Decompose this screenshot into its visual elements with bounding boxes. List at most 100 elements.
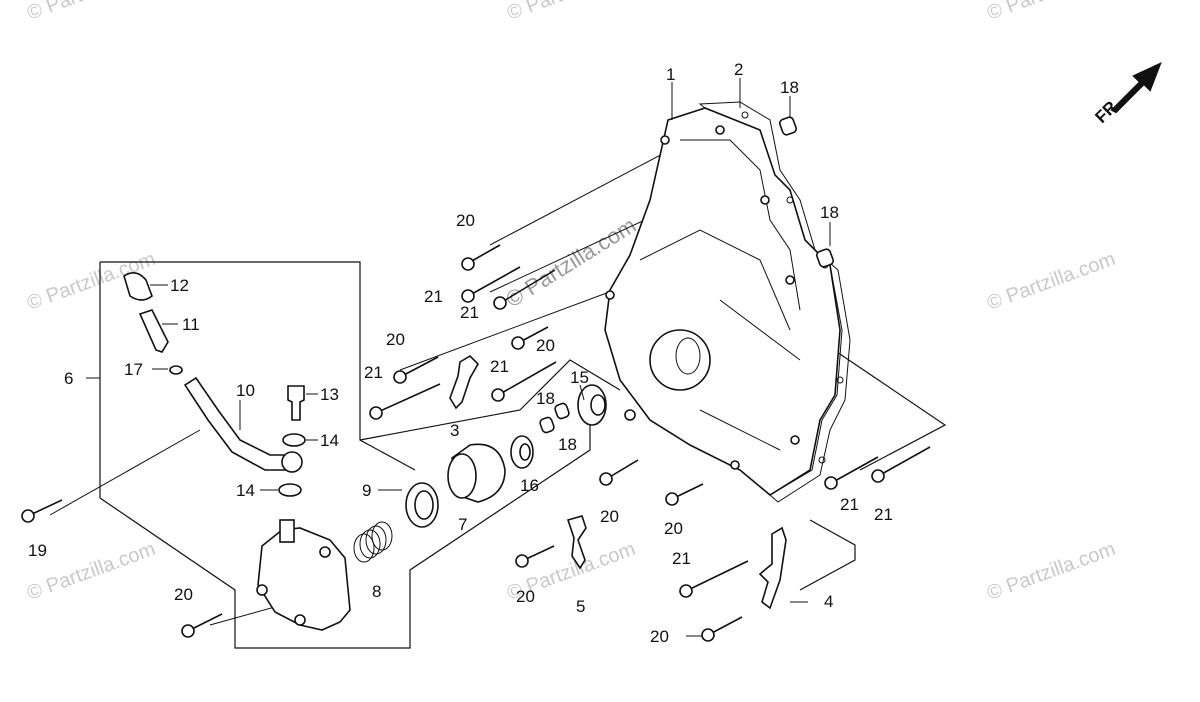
- piston-seal-inner: [414, 490, 434, 520]
- cover-bolt-hole: [715, 125, 725, 135]
- cover-rib: [699, 299, 801, 451]
- slave-cylinder-nipple: [279, 519, 295, 543]
- callout-20: 20: [650, 627, 669, 646]
- sealing-washer: [282, 433, 306, 447]
- callout-6: 6: [64, 369, 73, 388]
- clutch-line-fittings: [123, 272, 306, 497]
- callout-20: 20: [664, 519, 683, 538]
- flange-bolt: [181, 613, 223, 638]
- callout-21: 21: [672, 549, 691, 568]
- callout-5: 5: [576, 597, 585, 616]
- callout-10: 10: [236, 381, 255, 400]
- lower-bracket-box: [799, 519, 856, 591]
- callout-12: 12: [170, 276, 189, 295]
- callout-16: 16: [520, 476, 539, 495]
- wire-clamp: [566, 515, 587, 570]
- callout-15: 15: [570, 368, 589, 387]
- flange-bolt: [491, 361, 557, 402]
- slave-piston-face: [447, 453, 477, 499]
- bleeder-valve: [138, 309, 169, 353]
- callout-4: 4: [824, 592, 833, 611]
- slave-cylinder-body: [256, 519, 351, 631]
- flange-bolt: [665, 483, 704, 506]
- cover-bolt-hole: [760, 195, 770, 205]
- flange-bolt: [679, 560, 749, 598]
- watermarks: © Partzilla.com © Partzilla.com © Partzi…: [24, 0, 1118, 605]
- gasket-outline: [698, 101, 851, 503]
- cover-rib: [639, 229, 791, 331]
- cover-boss: [649, 329, 711, 391]
- callout-20: 20: [516, 587, 535, 606]
- bleeder-cap: [123, 272, 153, 301]
- cover-bolt-hole: [660, 135, 670, 145]
- callout-13: 13: [320, 385, 339, 404]
- slave-cylinder-mount: [294, 614, 306, 626]
- callout-20: 20: [456, 211, 475, 230]
- callout-21: 21: [424, 287, 443, 306]
- cover-bolt-hole: [785, 275, 795, 285]
- watermark-text: © Partzilla.com: [984, 248, 1118, 315]
- dowel-pin: [816, 248, 834, 268]
- flange-bolt: [21, 499, 63, 523]
- flange-bolt: [461, 266, 521, 303]
- seals-and-bearings: [510, 384, 607, 469]
- flange-bolt: [393, 356, 439, 384]
- flange-bolt: [461, 244, 501, 271]
- callout-21: 21: [840, 495, 859, 514]
- callout-18: 18: [536, 389, 555, 408]
- crankcase-cover: [604, 107, 841, 496]
- wire-clamp: [758, 526, 787, 610]
- front-arrow-icon: [1110, 62, 1162, 114]
- callout-21: 21: [874, 505, 893, 524]
- assembly-box-bottom: [99, 420, 591, 649]
- callout-19: 19: [28, 541, 47, 560]
- callout-17: 17: [124, 360, 143, 379]
- flange-bolt: [369, 383, 441, 420]
- dowel-pin: [779, 116, 797, 136]
- callout-3: 3: [450, 421, 459, 440]
- callout-labels: 1 2 18 18 20 21 21 20 20 21 21 3 18 18 1…: [28, 60, 893, 646]
- wire-clamps: [449, 354, 787, 610]
- flange-bolt: [871, 446, 931, 483]
- callout-2: 2: [734, 60, 743, 79]
- callout-20: 20: [174, 585, 193, 604]
- cover-bolt-hole: [790, 435, 800, 445]
- cover-rib: [680, 139, 801, 311]
- dowel-pin: [554, 402, 570, 420]
- banjo-bolt: [287, 385, 305, 421]
- callout-18: 18: [558, 435, 577, 454]
- gasket-hole: [786, 196, 794, 204]
- oil-seal-inner: [590, 394, 606, 416]
- cover-bolt-hole: [730, 460, 740, 470]
- flange-bolt: [515, 545, 555, 568]
- bleeder-o-ring: [169, 365, 183, 375]
- slave-cylinder-mount: [319, 546, 331, 558]
- needle-bearing-inner: [519, 443, 531, 461]
- dowel-pins: [539, 116, 834, 434]
- callout-leaders: [86, 78, 831, 637]
- leader-line: [399, 287, 621, 371]
- flange-bolt: [701, 616, 743, 642]
- callout-20: 20: [536, 336, 555, 355]
- callout-9: 9: [362, 481, 371, 500]
- slave-cylinder-housing: [257, 527, 351, 631]
- callout-8: 8: [372, 582, 381, 601]
- flange-bolt: [493, 269, 556, 310]
- callout-14: 14: [236, 481, 255, 500]
- flange-bolt: [511, 326, 549, 350]
- clutch-pipe-fitting: [281, 451, 303, 473]
- callout-7: 7: [458, 515, 467, 534]
- watermark-text: © Partzilla.com: [24, 0, 158, 25]
- front-direction-indicator: FR.: [1091, 62, 1162, 127]
- assembly-box-left: [100, 261, 416, 471]
- callout-21: 21: [490, 357, 509, 376]
- bolts: [21, 244, 931, 642]
- leader-line: [489, 149, 671, 246]
- slave-cylinder-internals: [353, 443, 506, 563]
- flange-bolt: [599, 459, 639, 486]
- watermark-text: © Partzilla.com: [984, 538, 1118, 605]
- flange-bolt: [824, 456, 879, 490]
- front-label: FR.: [1091, 94, 1124, 127]
- slave-cylinder-mount: [256, 584, 268, 596]
